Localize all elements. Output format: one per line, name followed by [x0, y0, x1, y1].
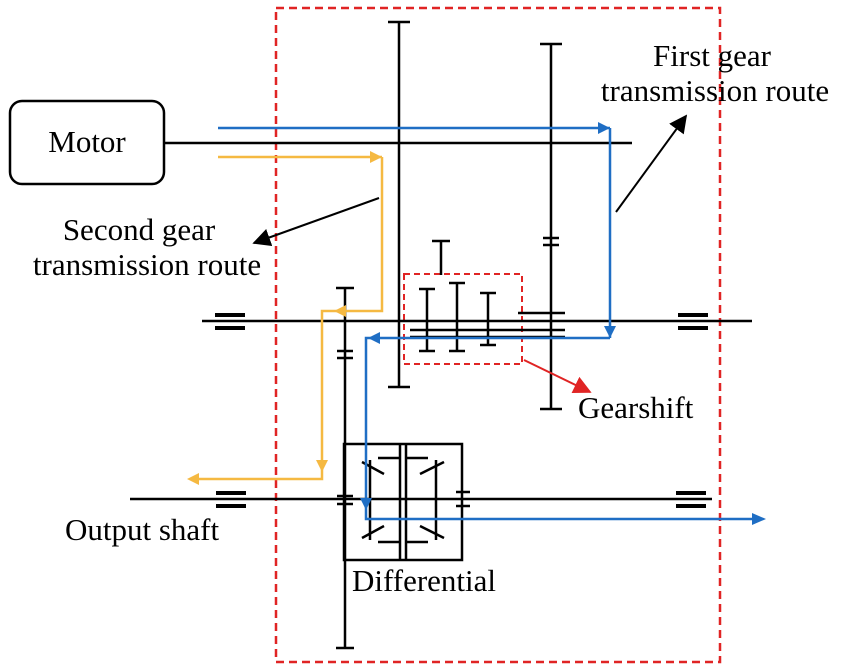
first-gear-label-line2: transmission route [601, 73, 829, 108]
output-shaft-label: Output shaft [65, 512, 220, 547]
gearshift-label: Gearshift [578, 390, 694, 425]
second-gear-pointer [252, 197, 380, 246]
second-gear-route [187, 151, 384, 485]
differential-unit [342, 442, 470, 562]
bearings [215, 313, 708, 508]
gearshift-mechanism [410, 239, 565, 353]
second-gear-label-line1: Second gear [63, 212, 216, 247]
first-gear-pointer [615, 114, 688, 213]
gearshift-box [403, 273, 523, 365]
second-gear-label-line2: transmission route [33, 247, 261, 282]
gearbox-enclosure [274, 6, 722, 664]
motor-label: Motor [48, 124, 126, 159]
first-gear-route [218, 122, 766, 525]
first-gear-label-line1: First gear [653, 38, 772, 73]
shafts [130, 20, 752, 650]
differential-label: Differential [352, 563, 496, 598]
gearshift-pointer [523, 359, 592, 394]
